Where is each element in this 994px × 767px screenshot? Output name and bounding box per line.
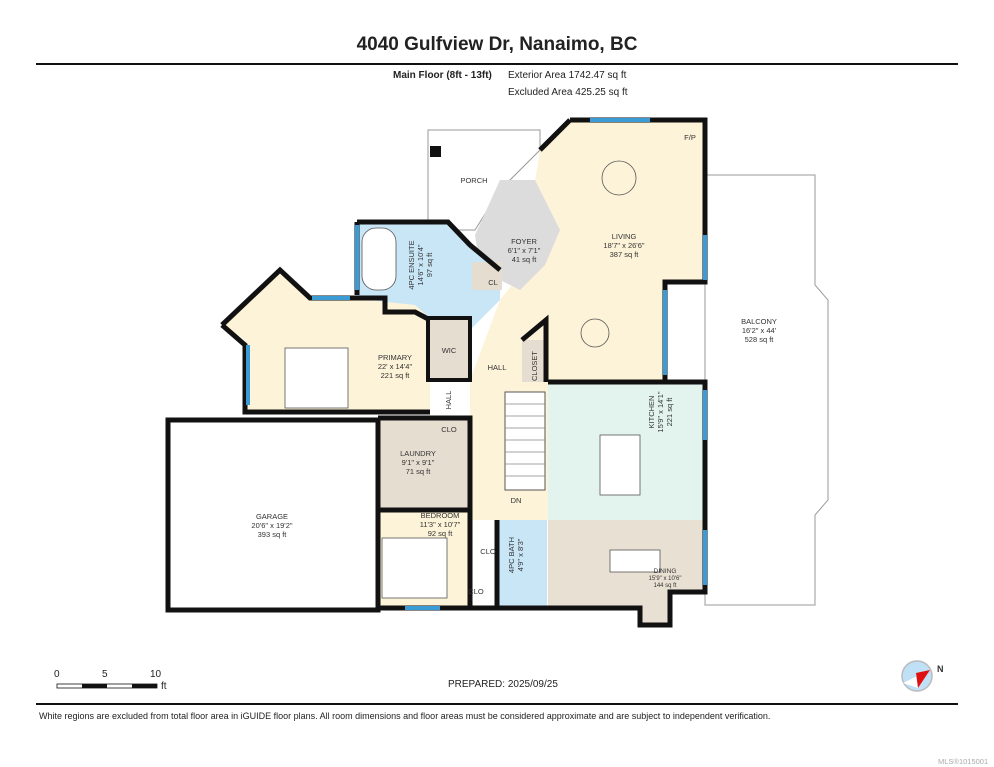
tub-ensuite (361, 227, 397, 291)
laundry-area (378, 418, 470, 510)
mls-number: MLS®1015001 (938, 757, 989, 766)
hall-small-label: HALL (444, 391, 453, 410)
foyer-area-text: 41 sq ft (512, 255, 538, 264)
kitchen-dims: 15'9" x 14'1" (656, 391, 665, 432)
page-title: 4040 Gulfview Dr, Nanaimo, BC (356, 34, 638, 55)
bath-area (497, 520, 547, 608)
laundry-dims: 9'1" x 9'1" (402, 458, 435, 467)
footer-divider (36, 703, 958, 705)
closet-label: CLOSET (530, 351, 539, 381)
balcony-dims: 16'2" x 44' (742, 326, 777, 335)
scale-tick-10: 10 (150, 669, 162, 680)
garage-area (165, 417, 381, 613)
garage-dims: 20'6" x 19'2" (251, 521, 292, 530)
fp-label: F/P (684, 133, 696, 142)
living-dims: 18'7" x 26'6" (603, 241, 644, 250)
ottoman (601, 160, 637, 196)
dn-label: DN (511, 496, 522, 505)
scale-tick-5: 5 (102, 669, 108, 680)
dining-dims: 15'9" x 10'6" (649, 576, 682, 582)
foyer-dims: 6'1" x 7'1" (508, 246, 541, 255)
bedroom-area-text: 92 sq ft (428, 529, 454, 538)
balcony-area (704, 174, 829, 606)
primary-area-text: 221 sq ft (381, 371, 411, 380)
laundry-area-text: 71 sq ft (406, 467, 432, 476)
laundry-label: LAUNDRY (400, 449, 436, 458)
ensuite-label: 4PC ENSUITE (407, 240, 416, 289)
garage-area-text: 393 sq ft (258, 530, 288, 539)
ensuite-dims: 14'6" x 10'4" (416, 244, 425, 285)
bedroom-dims: 11'3" x 10'7" (420, 520, 461, 529)
porch-post (430, 146, 441, 157)
balcony-label: BALCONY (741, 317, 777, 326)
dining-area (548, 520, 705, 625)
living-label: LIVING (612, 232, 637, 241)
closet-area (522, 340, 546, 382)
bed-primary (284, 347, 349, 409)
bed-bedroom (381, 537, 448, 599)
clo-bath-label: CLO (480, 547, 496, 556)
primary-area (222, 270, 430, 412)
scale-tick-0: 0 (54, 669, 60, 680)
hall-label: HALL (488, 363, 507, 372)
garage-label: GARAGE (256, 512, 288, 521)
header-divider (36, 63, 958, 65)
bath-label: 4PC BATH (507, 537, 516, 573)
kitchen-island (599, 434, 641, 496)
compass-icon (901, 660, 933, 692)
dining-area-text: 144 sq ft (653, 583, 676, 589)
wic-area (426, 316, 472, 382)
primary-dims: 22' x 14'4" (378, 362, 413, 371)
primary-label: PRIMARY (378, 353, 412, 362)
windows (246, 118, 707, 610)
excluded-area: Excluded Area 425.25 sq ft (508, 87, 628, 98)
dining-label: DINING (654, 568, 677, 575)
wic-label: WIC (442, 346, 457, 355)
walls (220, 117, 708, 628)
stair-treads (505, 403, 545, 477)
ensuite-label-group: 4PC ENSUITE 14'6" x 10'4" 97 sq ft (407, 240, 434, 289)
kitchen-label: KITCHEN (647, 396, 656, 429)
dining-table (609, 549, 661, 573)
balcony-area-text: 528 sq ft (745, 335, 775, 344)
floor-label: Main Floor (8ft - 13ft) (393, 70, 492, 81)
stairs (504, 391, 546, 491)
compass-north-label: N (937, 664, 944, 674)
clo-laundry-label: CLO (441, 425, 457, 434)
prepared-date: PREPARED: 2025/09/25 (448, 679, 558, 690)
disclaimer: White regions are excluded from total fl… (39, 711, 771, 721)
cl-label: CL (488, 278, 498, 287)
exterior-area: Exterior Area 1742.47 sq ft (508, 70, 627, 81)
clo-bed-label: CLO (468, 587, 484, 596)
bath-label-group: 4PC BATH 4'9" x 8'3" (507, 537, 525, 573)
ensuite-area-text: 97 sq ft (425, 252, 434, 278)
kitchen-area-text: 221 sq ft (665, 397, 674, 427)
scale-unit: ft (161, 681, 167, 692)
bath-dims: 4'9" x 8'3" (516, 538, 525, 571)
scale-bar (56, 683, 158, 689)
kitchen-label-group: KITCHEN 15'9" x 14'1" 221 sq ft (647, 391, 674, 432)
living-area-text: 387 sq ft (610, 250, 640, 259)
foyer-label: FOYER (511, 237, 537, 246)
porch-label: PORCH (460, 176, 487, 185)
living-table (580, 318, 610, 348)
bedroom-label: BEDROOM (421, 511, 460, 520)
